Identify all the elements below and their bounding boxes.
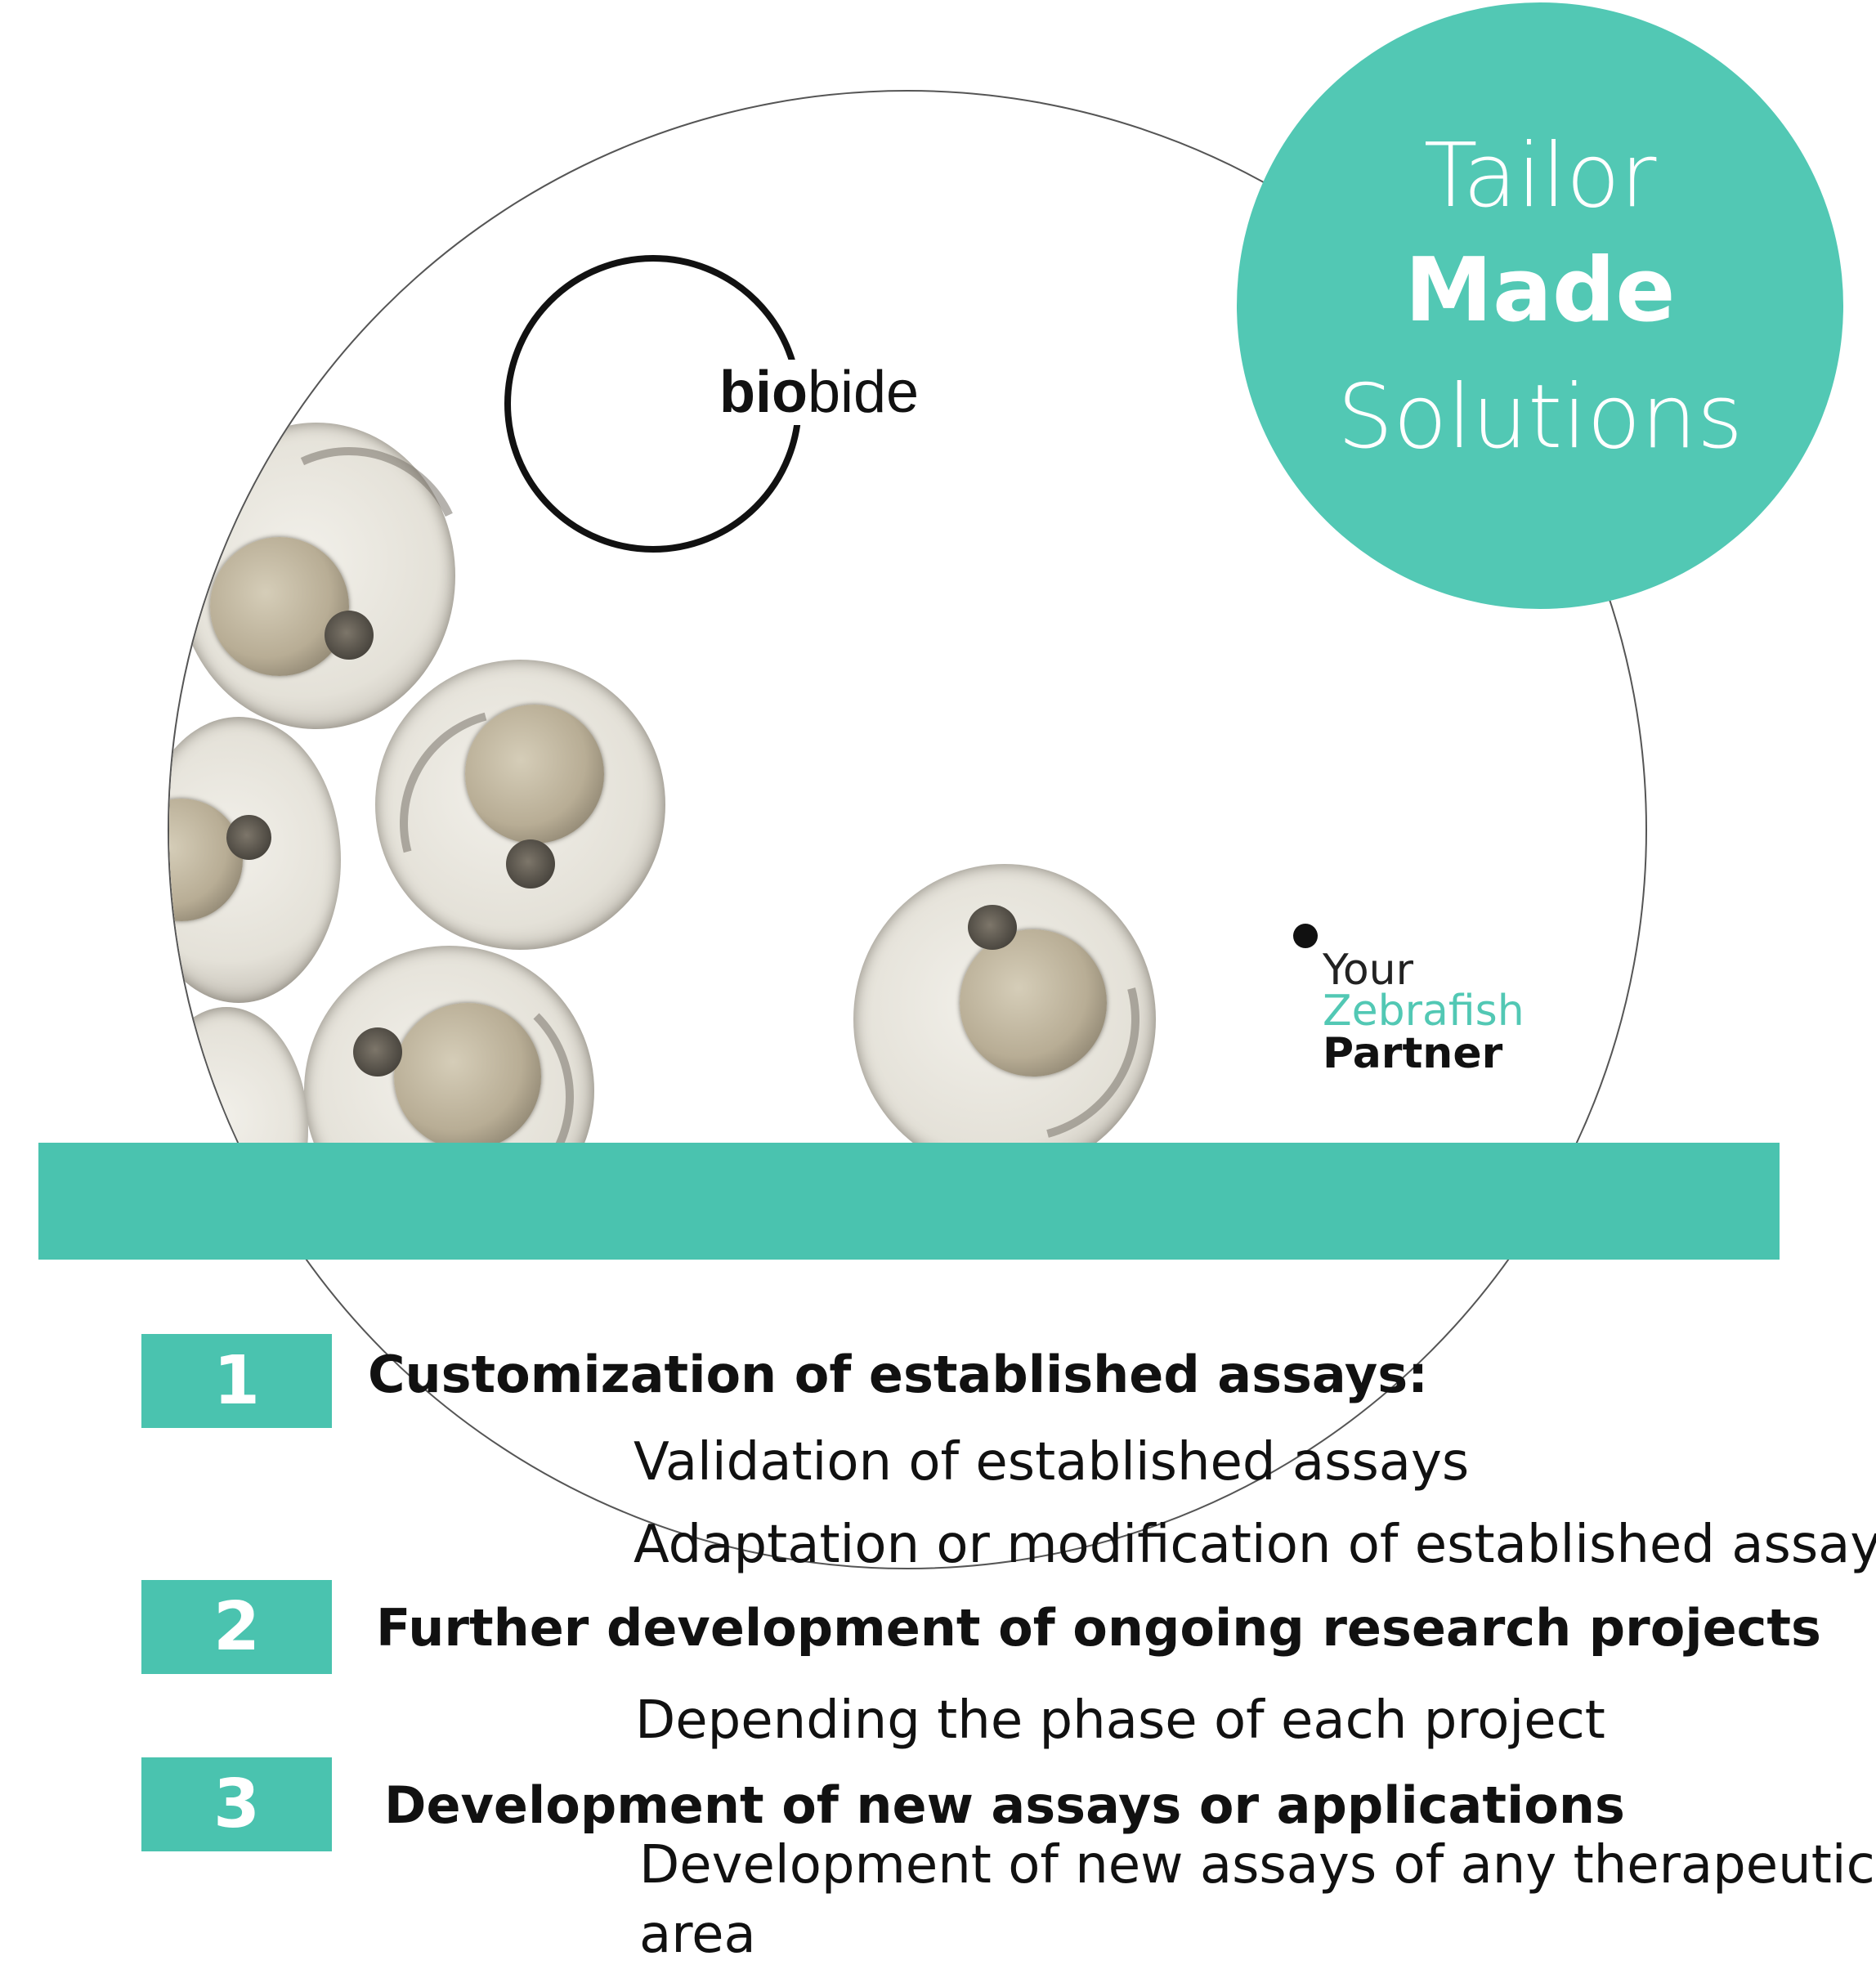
- item-sub-3b: area: [639, 1905, 756, 1965]
- item-sub-1a: Validation of established assays: [634, 1432, 1470, 1493]
- embryo-image: [849, 852, 1184, 1187]
- item-heading-1: Customization of established assays:: [368, 1345, 1428, 1404]
- badge-line-made: Made: [1404, 239, 1676, 342]
- tagline-zebrafish: Zebrafish: [1323, 987, 1525, 1036]
- biobide-logo: biobide: [719, 360, 920, 425]
- item-sub-1b: Adaptation or modification of establishe…: [634, 1515, 1876, 1575]
- item-sub-2a: Depending the phase of each project: [635, 1690, 1605, 1751]
- item-heading-3: Development of new assays or application…: [384, 1775, 1625, 1835]
- embryo-image: [169, 717, 341, 1003]
- tagline-partner: Partner: [1323, 1029, 1503, 1078]
- number-badge-2: 2: [141, 1580, 332, 1674]
- badge-line-tailor: Tailor: [1423, 125, 1657, 227]
- badge-line-solutions: Solutions: [1336, 366, 1744, 468]
- tagline-dot: [1293, 924, 1318, 948]
- item-heading-2: Further development of ongoing research …: [376, 1598, 1821, 1658]
- number-badge-3: 3: [141, 1757, 332, 1851]
- teal-band: [38, 1143, 1780, 1260]
- embryo-image: [357, 660, 671, 980]
- tagline-your: Your: [1323, 946, 1414, 995]
- number-badge-1: 1: [141, 1334, 332, 1428]
- tailor-made-badge: Tailor Made Solutions: [1237, 2, 1843, 609]
- embryo-image: [177, 414, 496, 729]
- item-sub-3a: Development of new assays of any therape…: [639, 1835, 1875, 1896]
